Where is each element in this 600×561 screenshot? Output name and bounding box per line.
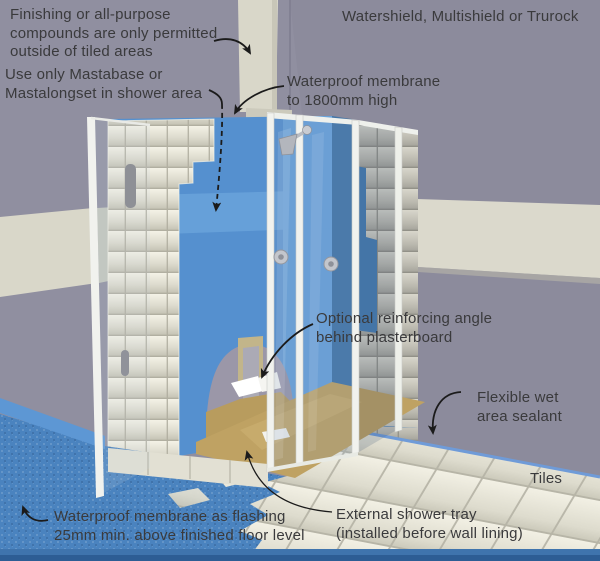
glass-panel-left — [88, 117, 150, 496]
label-line: Flexible wet — [477, 389, 559, 406]
door-hinge-icon — [125, 164, 136, 208]
skirting-joints — [147, 452, 231, 483]
floor-edge-band — [0, 549, 600, 556]
label-line: Waterproof membrane as flashing — [54, 508, 286, 525]
glass-pane-fixed — [303, 115, 352, 464]
glass-pane-door — [274, 115, 296, 468]
glass-frame-1 — [266, 112, 275, 473]
tap-right-center — [328, 261, 334, 267]
glass-bottom-frame — [267, 452, 358, 472]
label-adhesive-note: Use only Mastabase or Mastalongset in sh… — [5, 66, 202, 103]
label-tiles: Tiles — [530, 470, 562, 489]
glass-frame-3 — [351, 119, 360, 455]
arrow-flashing — [21, 505, 49, 522]
fixtures — [273, 125, 339, 272]
arrow-finishing-note — [213, 38, 252, 55]
annotation-arrows — [21, 38, 462, 522]
label-board-brands: Watershield, Multishield or Trurock — [342, 8, 579, 27]
membrane-corner-shade — [332, 116, 352, 430]
label-line: area sealant — [477, 407, 562, 425]
floor-tile-patch-2 — [168, 488, 210, 508]
door-handle-icon — [121, 350, 129, 376]
arrow-adhesive-solid — [208, 89, 223, 105]
band-right-shade — [418, 267, 600, 284]
glass-left-top-edge — [90, 116, 151, 127]
floor-edge-band-dark — [0, 555, 600, 561]
label-line: behind plasterboard — [316, 328, 453, 346]
arrow-shower-tray — [244, 450, 333, 513]
arch-torn-lining-left — [231, 376, 263, 397]
label-sealant: Flexible wet area sealant — [477, 389, 562, 426]
glass-sheen-1 — [275, 128, 291, 460]
arrow-membrane-height — [234, 85, 285, 115]
glass-left-frame — [87, 117, 104, 498]
glass-top-frame — [267, 112, 418, 135]
label-line: to 1800mm high — [287, 91, 398, 109]
arrow-reinforcing — [260, 323, 314, 379]
label-line: Tiles — [530, 470, 563, 487]
label-line: outside of tiled areas — [10, 43, 153, 60]
label-finishing-note: Finishing or all-purpose compounds are o… — [10, 6, 217, 62]
label-line: Finishing or all-purpose — [10, 6, 171, 23]
label-line: Waterproof membrane — [287, 73, 441, 90]
label-line: Watershield, Multishield or Trurock — [342, 8, 579, 25]
flashing-strip — [0, 398, 105, 449]
glass-frame-return — [394, 126, 403, 433]
tap-left-center — [278, 254, 284, 260]
floor-membrane-texture — [0, 414, 302, 561]
shower-head-icon — [278, 133, 298, 156]
plasterboard-band-right — [417, 199, 600, 278]
label-shower-tray: External shower tray (installed before w… — [336, 506, 523, 543]
glass-frame-2 — [295, 114, 304, 467]
shower-arm-mount-icon — [302, 125, 312, 135]
label-line: Optional reinforcing angle — [316, 310, 493, 327]
plasterboard-strip-vertical — [238, 0, 278, 112]
label-line: compounds are only permitted — [10, 24, 218, 42]
sealant-line — [334, 425, 600, 479]
label-line: 25mm min. above finished floor level — [54, 526, 305, 544]
glass-pane-return — [359, 121, 395, 452]
label-reinforcing: Optional reinforcing angle behind plaste… — [316, 310, 492, 347]
strip-edge-shade — [272, 0, 277, 112]
arrow-sealant — [427, 391, 462, 435]
glass-sheen-2 — [308, 132, 324, 452]
label-flashing: Waterproof membrane as flashing 25mm min… — [54, 508, 305, 545]
label-line: Mastalongset in shower area — [5, 84, 203, 102]
plasterboard-band-left — [0, 208, 97, 297]
label-line: (installed before wall lining) — [336, 524, 523, 542]
arrow-adhesive-dashed — [212, 103, 224, 212]
glass-enclosure — [87, 112, 418, 498]
label-line: Use only Mastabase or — [5, 66, 163, 83]
label-membrane-height: Waterproof membrane to 1800mm high — [287, 73, 440, 110]
label-line: External shower tray — [336, 506, 477, 523]
